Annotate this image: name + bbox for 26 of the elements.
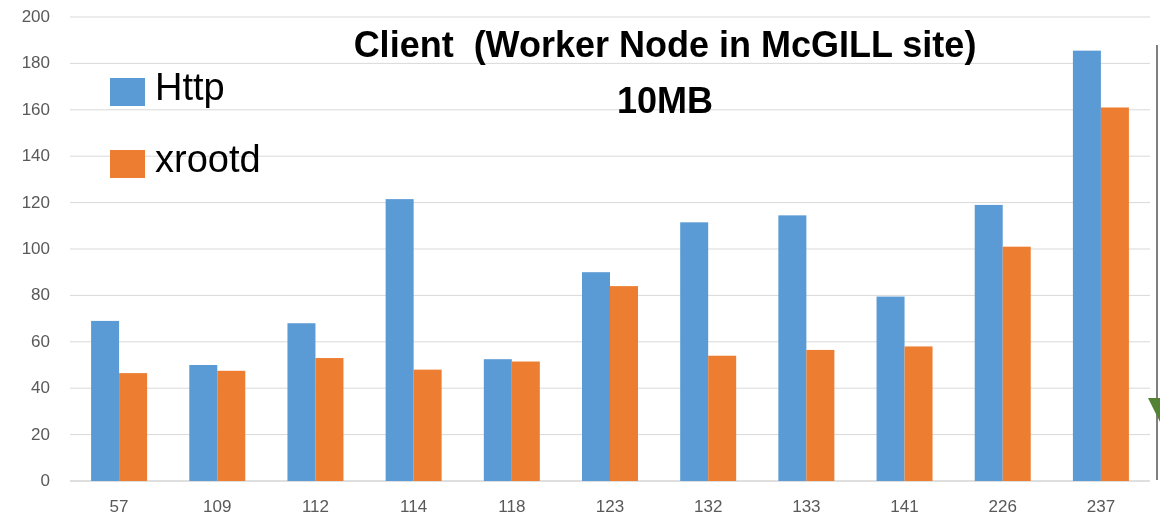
axis-tick-label: 226 — [988, 497, 1017, 517]
axis-tick-label: 60 — [31, 331, 50, 352]
legend-label: xrootd — [155, 138, 261, 181]
axis-tick-label: 20 — [31, 424, 50, 445]
axis-tick-label: 109 — [203, 497, 232, 517]
axis-tick-label: 133 — [792, 497, 821, 517]
axis-tick-label: 40 — [31, 378, 50, 399]
chart-subtitle: 10MB — [617, 80, 713, 122]
axis-tick-label: 180 — [21, 53, 50, 74]
axis-tick-label: 237 — [1086, 497, 1116, 517]
axis-tick-label: 100 — [21, 239, 50, 259]
axis-tick-label: 141 — [890, 497, 919, 517]
axis-tick-label: 114 — [400, 497, 428, 517]
axis-tick-label: 118 — [498, 497, 526, 517]
axis-tick-label: 140 — [21, 146, 50, 167]
axis-tick-label: 160 — [21, 99, 50, 120]
axis-tick-label: 132 — [694, 497, 723, 517]
axis-tick-label: 200 — [21, 7, 50, 27]
axis-tick-label: 80 — [31, 285, 50, 306]
axis-tick-label: 123 — [595, 497, 625, 517]
axis-tick-label: 112 — [301, 497, 329, 517]
legend-label: Http — [155, 66, 225, 109]
axis-tick-label: 57 — [109, 497, 129, 517]
axis-tick-label: 0 — [40, 471, 50, 491]
axis-tick-label: 120 — [21, 192, 50, 213]
chart-title: Client (Worker Node in McGILL site) — [353, 24, 977, 66]
